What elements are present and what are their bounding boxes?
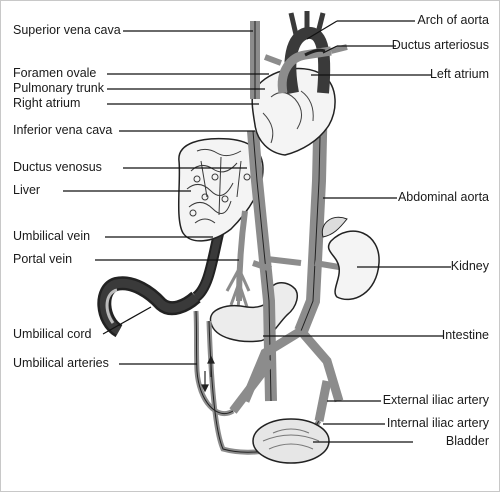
label-ductus-arteriosus: Ductus arteriosus [391, 38, 489, 52]
label-ductus-venosus: Ductus venosus [13, 160, 102, 174]
label-umbilical-vein: Umbilical vein [13, 229, 91, 243]
label-liver: Liver [13, 183, 41, 197]
label-internal-iliac-artery: Internal iliac artery [386, 416, 489, 430]
label-abdominal-aorta: Abdominal aorta [397, 190, 489, 204]
label-arch-of-aorta: Arch of aorta [417, 13, 489, 27]
umbilical-cord-highlight [105, 288, 118, 324]
heart-interior [262, 90, 314, 144]
label-foramen-ovale: Foramen ovale [13, 66, 97, 80]
label-intestine: Intestine [441, 328, 489, 342]
label-pulmonary-trunk: Pulmonary trunk [13, 81, 105, 95]
label-portal-vein: Portal vein [13, 252, 73, 266]
label-bladder: Bladder [445, 434, 489, 448]
label-inferior-vena-cava: Inferior vena cava [13, 123, 113, 137]
umbilical-vein-in-cord [99, 278, 200, 335]
portal-vein [236, 210, 248, 302]
label-right-atrium: Right atrium [13, 96, 81, 110]
pulmonary-arteries [263, 44, 348, 66]
adrenal-gland [321, 216, 348, 238]
label-umbilical-cord: Umbilical cord [13, 327, 92, 341]
flow-arrows [201, 355, 215, 393]
kidney [327, 230, 380, 301]
iliac-vessels [229, 327, 344, 422]
bladder [252, 418, 330, 464]
label-external-iliac-artery: External iliac artery [382, 393, 489, 407]
intestine [209, 282, 298, 343]
liver-vessel-network [186, 148, 251, 224]
label-superior-vena-cava: Superior vena cava [13, 23, 121, 37]
ductus-arteriosus-vessel [304, 48, 326, 57]
bladder-texture [262, 428, 320, 450]
label-umbilical-arteries: Umbilical arteries [13, 356, 109, 370]
inferior-vena-cava-edge [252, 130, 272, 402]
leader-lines [63, 20, 451, 443]
pulmonary-trunk [277, 46, 332, 94]
label-kidney: Kidney [450, 259, 489, 273]
label-left-atrium: Left atrium [429, 67, 489, 81]
